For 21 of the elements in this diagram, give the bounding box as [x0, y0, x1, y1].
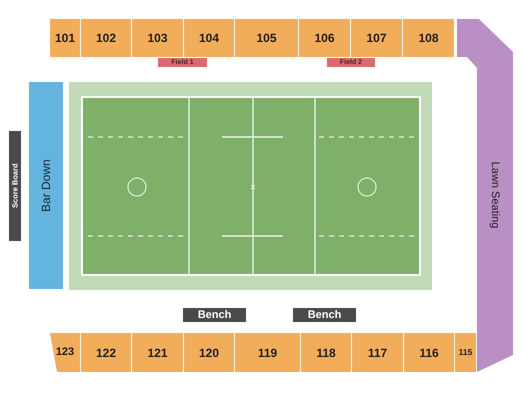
- seating-section: 108: [403, 19, 454, 57]
- seating-section: 106: [299, 19, 350, 57]
- seating-section: 105: [235, 19, 298, 57]
- seating-section: 120: [184, 333, 234, 372]
- seating-section: 102: [81, 19, 131, 57]
- seating-section: 117: [352, 333, 403, 372]
- seating-section: 115: [455, 333, 476, 372]
- seating-section: 121: [132, 333, 183, 372]
- seating-section: 123: [50, 333, 80, 372]
- seating-section: 103: [132, 19, 183, 57]
- seating-section: 122: [81, 333, 131, 372]
- seating-section: 101: [50, 19, 80, 57]
- bench: Bench: [183, 308, 246, 322]
- seating-section: 104: [184, 19, 234, 57]
- area-label: Lawn Seating: [489, 162, 501, 228]
- seating-section: 107: [351, 19, 402, 57]
- bench: Bench: [293, 308, 356, 322]
- seating-section: 116: [404, 333, 454, 372]
- seating-section: 118: [301, 333, 351, 372]
- bar-seating-area: Bar Down: [29, 82, 63, 289]
- seating-section: 119: [235, 333, 300, 372]
